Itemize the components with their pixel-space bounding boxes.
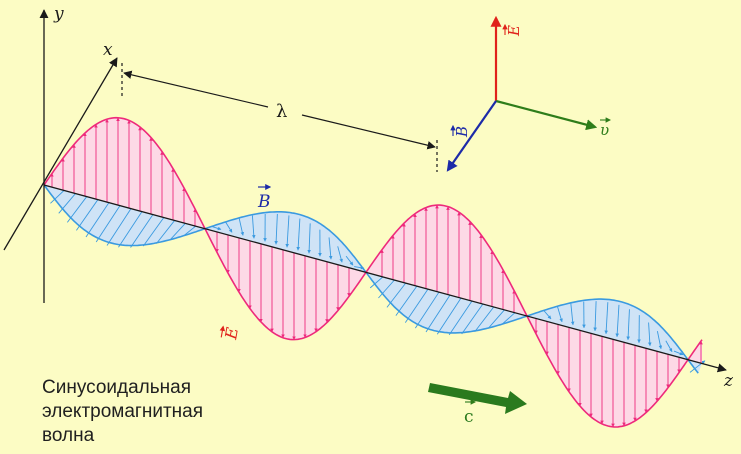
magnetic-vector-arrow: [142, 214, 167, 247]
magnetic-vector-arrow: [296, 218, 301, 251]
magnetic-vector-arrow: [118, 208, 145, 248]
magnetic-vector-arrow: [673, 350, 684, 356]
magnetic-vector-arrow: [570, 303, 575, 326]
propagation-arrow-icon: [428, 383, 527, 414]
magnetic-vector-arrow: [557, 306, 563, 323]
z-axis: [43, 184, 727, 373]
magnetic-vector-arrow: [593, 301, 597, 332]
magnetic-vector-arrow: [604, 302, 609, 335]
magnetic-vector-arrow: [448, 297, 475, 336]
magnetic-vector-arrow: [626, 309, 630, 341]
z-axis-label: z: [723, 371, 734, 391]
triad-v-label: υ: [600, 117, 612, 139]
magnetic-field-wave: [43, 184, 706, 374]
magnetic-vector-arrow: [225, 221, 233, 233]
x-axis: [3, 57, 118, 251]
caption-line-3: волна: [42, 425, 95, 446]
magnetic-vector-arrow: [436, 294, 464, 335]
svg-text:E: E: [505, 25, 523, 37]
magnetic-vector-arrow: [474, 303, 497, 333]
magnetic-vector-arrow: [689, 360, 706, 373]
magnetic-vector-arrow: [414, 288, 442, 329]
triad-b-vector: [446, 100, 497, 172]
magnetic-vector-arrow: [85, 199, 112, 238]
magnetic-vector-arrow: [395, 282, 420, 316]
magnetic-vector-arrow: [425, 291, 453, 333]
magnetic-vector-arrow: [345, 255, 354, 266]
magnetic-wave-curve: [43, 184, 699, 374]
magnetic-vector-arrow: [648, 322, 652, 347]
magnetic-vector-arrow: [656, 331, 663, 350]
magnetic-vector-arrow: [106, 205, 134, 246]
triad-e-label: E: [502, 23, 523, 37]
magnetic-vector-arrow: [615, 304, 620, 338]
propagation-speed-label: c: [464, 399, 477, 427]
magnetic-vector-arrow: [58, 190, 79, 214]
triad-v-vector: [495, 99, 598, 131]
magnetic-vector-arrow: [461, 300, 486, 335]
wave-e-label: E: [219, 325, 242, 342]
caption-line-1: Синусоидальная: [42, 377, 191, 398]
magnetic-vector-arrow: [487, 306, 508, 329]
magnetic-vector-arrow: [251, 215, 256, 239]
magnetic-vector-arrow: [378, 276, 398, 299]
diagram-caption: Синусоидальная электромагнитная волна: [42, 376, 203, 448]
magnetic-vector-arrow: [543, 310, 552, 320]
svg-text:υ: υ: [600, 121, 609, 139]
magnetic-vector-arrow: [285, 215, 290, 248]
y-axis-label: y: [53, 4, 64, 24]
svg-text:c: c: [464, 407, 474, 427]
magnetic-vector-arrow: [665, 340, 673, 353]
magnetic-wave-fill: [44, 185, 702, 374]
magnetic-vector-arrow: [211, 225, 222, 231]
magnetic-vector-arrow: [156, 217, 178, 244]
wavelength-label: λ: [276, 101, 287, 122]
caption-line-2: электромагнитная: [42, 401, 204, 422]
wavelength-arrow-left: [123, 70, 269, 108]
magnetic-vector-arrow: [328, 237, 333, 260]
magnetic-vector-arrow: [307, 223, 311, 254]
wave-b-label: B: [257, 184, 272, 212]
magnetic-vector-arrow: [274, 213, 278, 245]
electric-wave-curve: [43, 116, 703, 428]
triad-b-label: B: [450, 124, 471, 138]
magnetic-vector-arrow: [76, 196, 101, 231]
magnetic-vector-arrow: [404, 285, 431, 323]
magnetic-vector-arrow: [337, 246, 343, 263]
x-axis-label: x: [103, 40, 113, 60]
svg-text:B: B: [453, 126, 471, 138]
svg-text:E: E: [221, 326, 242, 342]
magnetic-vector-arrow: [130, 211, 156, 248]
svg-text:B: B: [257, 192, 271, 212]
electric-field-wave: [43, 116, 703, 428]
electric-wave-fill: [44, 117, 702, 427]
magnetic-vector-arrow: [95, 202, 123, 243]
wavelength-arrow-right: [301, 114, 436, 150]
magnetic-vector-arrow: [238, 218, 245, 236]
